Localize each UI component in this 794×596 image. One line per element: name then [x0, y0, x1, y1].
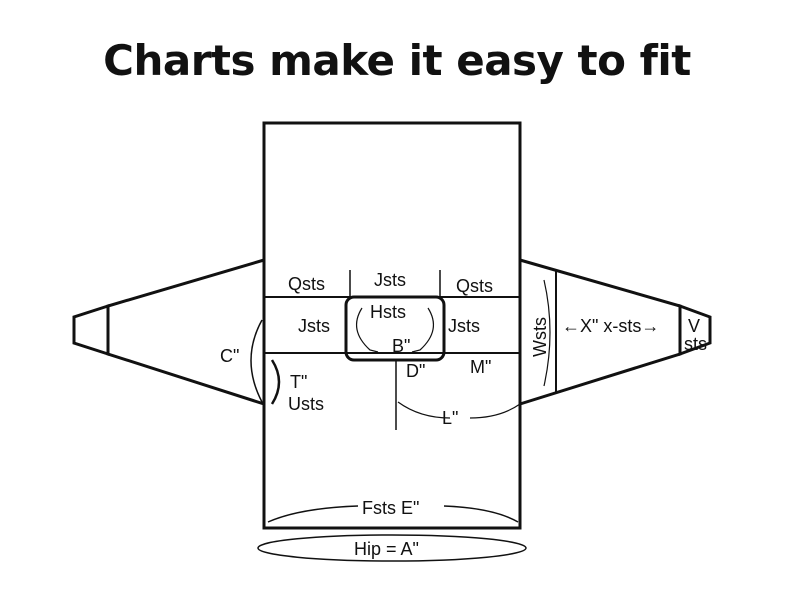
c-arc: [250, 319, 263, 403]
label-q-left: Qsts: [288, 274, 325, 294]
f-arc-left: [267, 505, 359, 523]
l-arc-right: [469, 403, 521, 419]
left-sleeve: [106, 257, 266, 407]
label-f: Fsts E": [362, 498, 419, 518]
hip-ellipse: [257, 534, 527, 562]
neck-arc-left: [355, 307, 379, 353]
neck-arc-right: [411, 307, 435, 353]
label-hip: Hip = A": [354, 539, 419, 559]
label-l: L": [442, 408, 458, 428]
label-t: T": [290, 372, 307, 392]
label-d: D": [406, 361, 425, 381]
label-u: Usts: [288, 394, 324, 414]
left-cuff: [72, 303, 110, 357]
label-m: M": [470, 357, 491, 377]
page-title: Charts make it easy to fit: [103, 36, 691, 85]
l-arc-left: [397, 401, 451, 419]
w-arc: [543, 279, 551, 387]
label-c: C": [220, 346, 239, 366]
f-arc-right: [443, 505, 519, 523]
label-j-top: Jsts: [374, 270, 406, 290]
label-b: B": [392, 336, 410, 356]
label-j-right: Jsts: [448, 316, 480, 336]
t-brace: [270, 359, 281, 405]
label-v-sts: sts: [684, 334, 707, 354]
label-v: V: [688, 316, 700, 336]
label-w: Wsts: [530, 317, 550, 357]
neck-box: [344, 295, 446, 362]
label-h: Hsts: [370, 302, 406, 322]
right-cuff: [678, 303, 712, 357]
label-x: ←X" x-sts→: [562, 316, 659, 336]
label-q-right: Qsts: [456, 276, 493, 296]
label-j-left: Jsts: [298, 316, 330, 336]
